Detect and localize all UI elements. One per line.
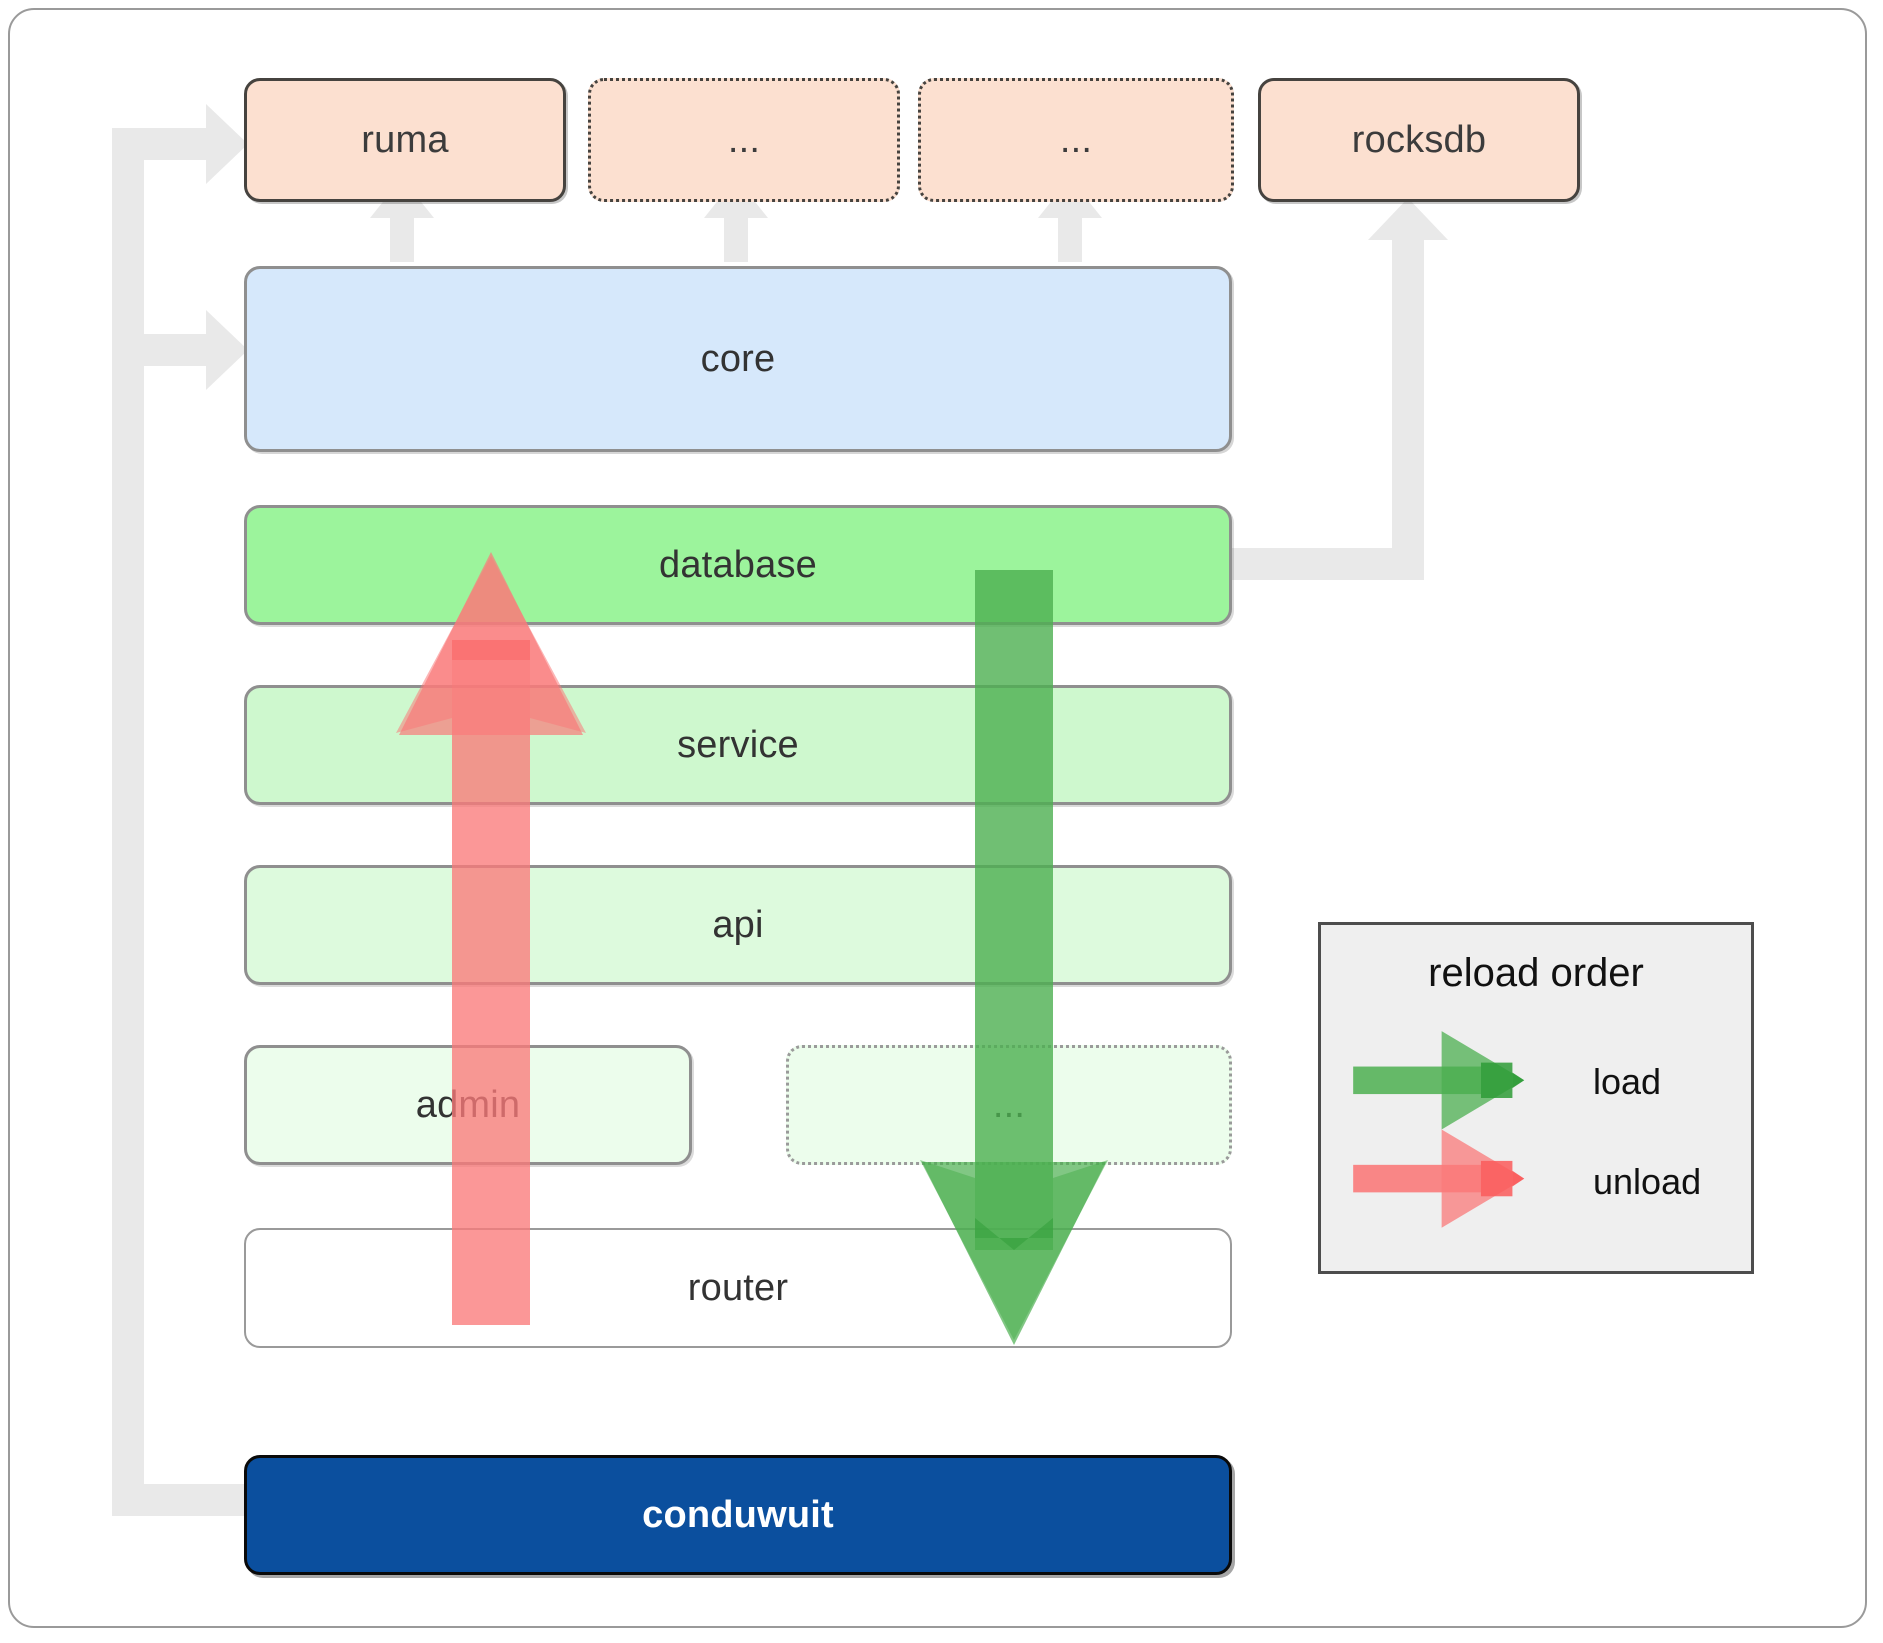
node-api[interactable]: api [244,865,1232,985]
node-ruma[interactable]: ruma [244,78,566,202]
node-conduwuit-label: conduwuit [642,1493,834,1536]
node-router[interactable]: router [244,1228,1232,1348]
node-core[interactable]: core [244,266,1232,452]
node-dep-ellipsis-1[interactable]: ... [588,78,900,202]
node-router-label: router [687,1266,789,1309]
node-admin-label: admin [415,1083,521,1126]
diagram-border [8,8,1867,1628]
node-service[interactable]: service [244,685,1232,805]
node-rocksdb-label: rocksdb [1351,118,1487,161]
node-layer-ellipsis-label: ... [992,1083,1026,1126]
node-api-label: api [712,903,764,946]
node-conduwuit[interactable]: conduwuit [244,1455,1232,1575]
unload-arrow-icon [1353,1129,1525,1228]
node-dep-ellipsis-2-label: ... [1059,118,1093,161]
node-service-label: service [677,723,799,766]
node-admin[interactable]: admin [244,1045,692,1165]
node-core-label: core [700,337,776,380]
legend-label-unload: unload [1593,1161,1702,1202]
load-arrow-icon [1353,1031,1525,1130]
node-rocksdb[interactable]: rocksdb [1258,78,1580,202]
node-dep-ellipsis-1-label: ... [727,118,761,161]
legend-panel: reload order load unload [1318,922,1754,1274]
node-dep-ellipsis-2[interactable]: ... [918,78,1234,202]
legend-arrow-icons [1353,1031,1525,1228]
legend-title: reload order [1428,951,1644,995]
legend-label-load: load [1593,1061,1662,1102]
node-database-label: database [659,543,817,586]
node-ruma-label: ruma [361,118,449,161]
node-layer-ellipsis[interactable]: ... [786,1045,1232,1165]
node-database[interactable]: database [244,505,1232,625]
